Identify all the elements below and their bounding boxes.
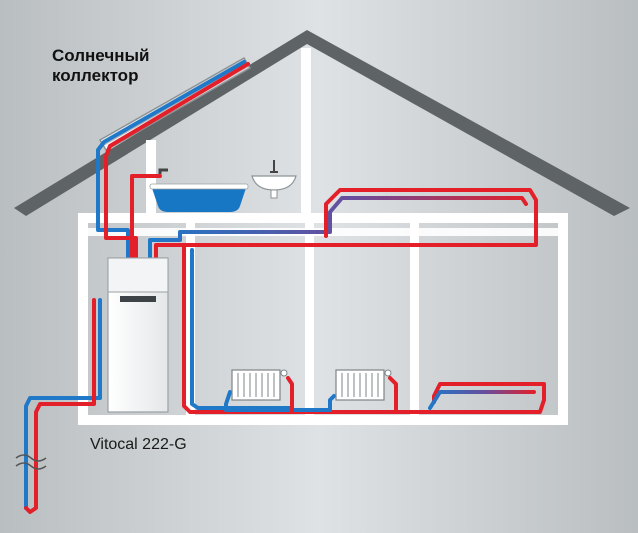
- heat-pump-label: Vitocal 222-G: [90, 436, 187, 453]
- radiator1-return-pipe: [224, 390, 336, 412]
- bathtub-icon: [149, 168, 249, 212]
- solar-collector-label-line2: коллектор: [52, 66, 139, 85]
- heat-pump-unit-icon: [107, 257, 169, 413]
- ground-probe-return-pipe: [24, 298, 102, 510]
- solar-collector-label-line1: Солнечный: [52, 46, 150, 65]
- solar-collector-label: Солнечный коллектор: [52, 46, 149, 86]
- radiator1-supply-pipe: [286, 376, 294, 414]
- ground-probe-supply-pipe: [24, 298, 96, 514]
- sink-icon: [251, 160, 297, 199]
- radiator2-supply-pipe: [388, 376, 398, 414]
- collector-supply-pipe: [104, 62, 250, 260]
- lower-coil-pipe: [428, 390, 536, 410]
- ground-probe-icon: [15, 454, 47, 470]
- lower-supply-pipe: [182, 243, 546, 414]
- bath-supply-pipe: [130, 174, 162, 260]
- upper-underfloor-supply-pipe: [148, 196, 528, 260]
- radiator-icon: [231, 369, 288, 401]
- upper-underfloor-pipe: [154, 188, 538, 260]
- radiator-icon-2: [335, 369, 392, 401]
- collector-return-pipe: [96, 60, 246, 260]
